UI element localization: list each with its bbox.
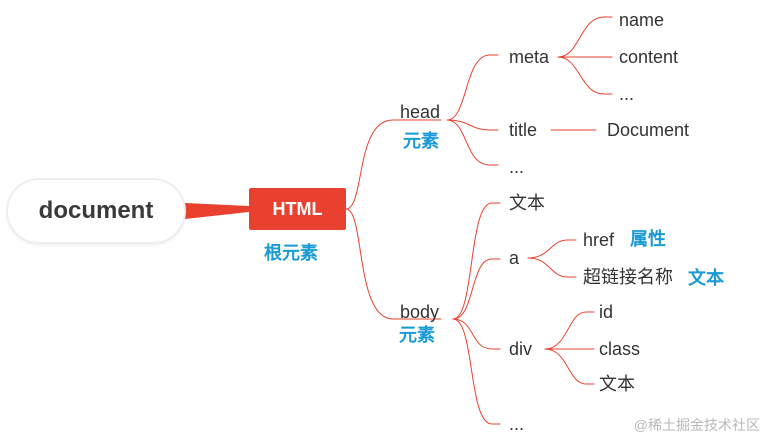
body-text-node[interactable]: 文本 [509, 193, 545, 213]
head-note: 元素 [403, 131, 439, 151]
div-child-id[interactable]: id [599, 302, 614, 322]
head-node[interactable]: head [400, 102, 441, 122]
div-child-text[interactable]: 文本 [599, 374, 635, 394]
body-more[interactable]: ... [509, 414, 525, 434]
root-label: document [38, 197, 154, 224]
title-node[interactable]: title [509, 120, 538, 140]
watermark: @稀土掘金技术社区 [633, 417, 760, 433]
root-connector [185, 203, 249, 219]
a-link-name-note: 文本 [688, 268, 724, 288]
a-link-name-node[interactable]: 超链接名称 [583, 267, 673, 287]
meta-child-name[interactable]: name [619, 10, 665, 30]
meta-child-more[interactable]: ... [619, 84, 635, 104]
meta-node[interactable]: meta [509, 47, 550, 67]
a-href-node[interactable]: href [583, 230, 615, 250]
body-note: 元素 [399, 325, 435, 345]
head-more[interactable]: ... [509, 157, 525, 177]
title-value[interactable]: Document [607, 120, 690, 140]
meta-child-content[interactable]: content [619, 47, 679, 67]
html-node[interactable]: HTML [249, 188, 346, 230]
html-label: HTML [272, 198, 323, 219]
div-child-class[interactable]: class [599, 339, 641, 359]
body-node[interactable]: body [400, 302, 440, 322]
html-note: 根元素 [264, 243, 318, 263]
a-href-note: 属性 [630, 229, 666, 249]
div-node[interactable]: div [509, 339, 533, 359]
a-node[interactable]: a [509, 248, 520, 268]
root-node-document[interactable]: document [8, 180, 184, 242]
